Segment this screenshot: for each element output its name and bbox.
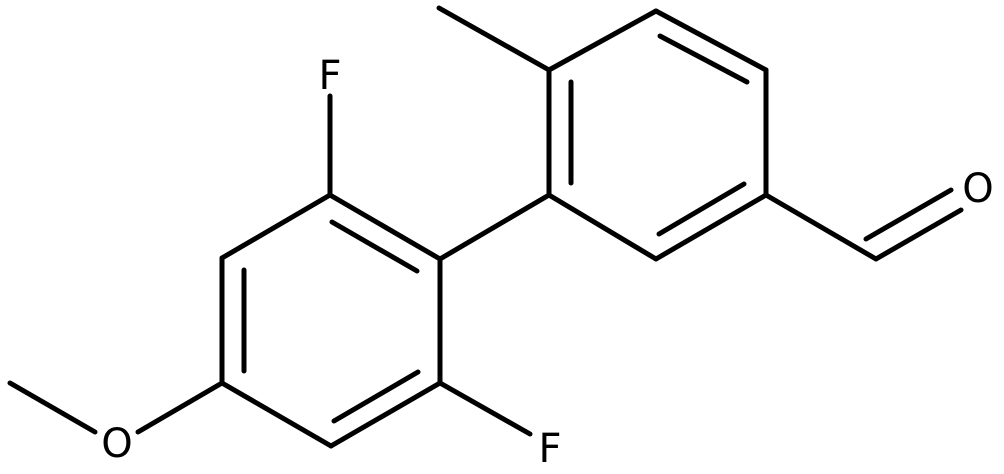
oxygen-methoxy-label: O (101, 421, 132, 467)
bond (328, 380, 443, 449)
bond (546, 8, 659, 73)
fluorine-bottom-label: F (538, 426, 561, 472)
bond-double (863, 187, 954, 242)
bond (327, 192, 443, 262)
bond (135, 380, 225, 435)
oxygen-aldehyde-label: O (962, 166, 993, 212)
bond (219, 192, 333, 261)
difluoro-ring (219, 192, 443, 449)
aldehyde-ring (546, 8, 769, 262)
bond-inner (331, 369, 421, 424)
bond (763, 192, 879, 262)
aldehyde-group (763, 187, 964, 262)
biaryl-bond (437, 192, 552, 262)
methyl-bond (436, 5, 552, 73)
fluorine-top-label: F (318, 53, 341, 99)
bond (873, 207, 964, 262)
bond (546, 192, 659, 262)
bond-inner (656, 181, 747, 237)
bond (653, 192, 769, 262)
bond (653, 8, 769, 73)
bond-inner (329, 219, 420, 274)
bond-inner (657, 33, 750, 85)
methoxy-group (7, 380, 225, 435)
fluorine-bottom-bond (437, 380, 533, 437)
bond (7, 380, 98, 435)
bond (219, 380, 334, 449)
